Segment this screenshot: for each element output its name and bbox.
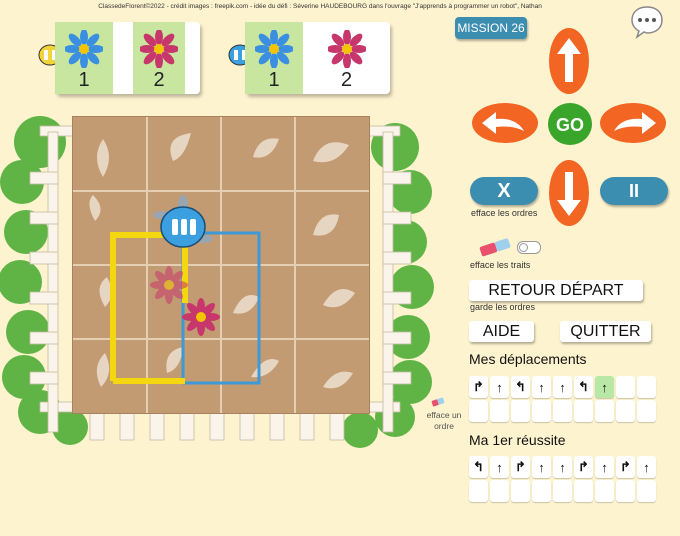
credit-line: ClassedeFlorent©2022 - crédit images : f… bbox=[98, 3, 542, 10]
retour-caption: garde les ordres bbox=[470, 302, 536, 312]
move-slot[interactable] bbox=[532, 400, 551, 422]
traces-toggle[interactable] bbox=[517, 241, 541, 254]
success-heading: Ma 1er réussite bbox=[469, 432, 566, 448]
eraser-icon[interactable] bbox=[478, 237, 514, 257]
success-slot[interactable] bbox=[490, 480, 509, 502]
move-slot[interactable] bbox=[511, 400, 530, 422]
success-slot[interactable] bbox=[511, 480, 530, 502]
move-slot[interactable] bbox=[637, 400, 656, 422]
success-slot[interactable]: ↑ bbox=[532, 456, 551, 478]
move-slot[interactable] bbox=[616, 376, 635, 398]
move-slot[interactable]: ↰ bbox=[574, 376, 593, 398]
moves-heading: Mes déplacements bbox=[469, 351, 587, 367]
success-slot[interactable]: ↑ bbox=[595, 456, 614, 478]
move-slot[interactable]: ↰ bbox=[511, 376, 530, 398]
success-slot[interactable]: ↑ bbox=[490, 456, 509, 478]
move-slot[interactable] bbox=[637, 376, 656, 398]
card-slot-1: 1 bbox=[245, 22, 303, 94]
game-board bbox=[72, 116, 370, 414]
pink-flower-icon bbox=[182, 298, 220, 336]
card-number: 2 bbox=[340, 69, 353, 91]
quitter-button[interactable]: QUITTER bbox=[560, 321, 651, 342]
erase-one-caption-2: ordre bbox=[434, 421, 454, 431]
move-slot[interactable] bbox=[574, 400, 593, 422]
erase-one-caption: efface un bbox=[426, 410, 462, 420]
success-slot[interactable]: ↰ bbox=[469, 456, 488, 478]
success-slot[interactable] bbox=[574, 480, 593, 502]
move-slot[interactable]: ↑ bbox=[532, 376, 551, 398]
move-slot[interactable] bbox=[490, 400, 509, 422]
move-slot[interactable] bbox=[469, 400, 488, 422]
card-slot-2: 2 bbox=[133, 22, 185, 94]
go-label: GO bbox=[556, 115, 584, 135]
pause-button[interactable]: II bbox=[600, 177, 668, 205]
clear-orders-button[interactable]: X bbox=[470, 177, 538, 205]
clear-traces-caption: efface les traits bbox=[470, 260, 531, 270]
success-slot[interactable]: ↑ bbox=[637, 456, 656, 478]
robot-on-board-icon bbox=[153, 195, 213, 248]
success-slot[interactable] bbox=[553, 480, 572, 502]
success-slot[interactable] bbox=[637, 480, 656, 502]
move-slot[interactable]: ↑ bbox=[490, 376, 509, 398]
board-tiles bbox=[73, 117, 369, 413]
card-number: 2 bbox=[153, 69, 165, 91]
mission-card-blue: 1 2 bbox=[245, 22, 390, 94]
go-button[interactable]: GO bbox=[548, 103, 592, 145]
move-slot[interactable] bbox=[616, 400, 635, 422]
success-slot[interactable]: ↱ bbox=[616, 456, 635, 478]
move-slot[interactable] bbox=[595, 400, 614, 422]
faded-flower-icon bbox=[150, 266, 188, 304]
moves-grid: ↱↑↰↑↑↰↑ bbox=[469, 376, 656, 422]
mission-card-yellow: 1 2 bbox=[55, 22, 200, 94]
blue-flower-icon bbox=[255, 30, 293, 68]
card-slot-1: 1 bbox=[55, 22, 113, 94]
aide-button[interactable]: AIDE bbox=[469, 321, 534, 342]
pink-flower-icon bbox=[140, 30, 178, 68]
forward-arrow-button[interactable] bbox=[549, 28, 589, 94]
mission-label: MISSION 26 bbox=[455, 17, 527, 39]
small-eraser-icon[interactable] bbox=[431, 397, 445, 407]
pink-flower-icon bbox=[327, 30, 366, 68]
card-slot-2: 2 bbox=[303, 22, 390, 94]
card-number: 1 bbox=[78, 69, 90, 91]
clear-orders-caption: efface les ordres bbox=[471, 208, 538, 218]
success-slot[interactable] bbox=[595, 480, 614, 502]
success-slot[interactable] bbox=[616, 480, 635, 502]
move-slot[interactable] bbox=[553, 400, 572, 422]
blue-flower-icon bbox=[65, 30, 103, 68]
retour-depart-button[interactable]: RETOUR DÉPART bbox=[469, 280, 643, 301]
success-grid: ↰↑↱↑↑↱↑↱↑ bbox=[469, 456, 656, 502]
success-slot[interactable] bbox=[469, 480, 488, 502]
move-slot[interactable]: ↑ bbox=[553, 376, 572, 398]
success-slot[interactable]: ↱ bbox=[574, 456, 593, 478]
backward-arrow-button[interactable] bbox=[549, 160, 589, 226]
success-slot[interactable]: ↱ bbox=[511, 456, 530, 478]
success-slot[interactable]: ↑ bbox=[553, 456, 572, 478]
chat-icon[interactable] bbox=[630, 5, 664, 39]
move-slot[interactable]: ↱ bbox=[469, 376, 488, 398]
turn-left-button[interactable] bbox=[472, 103, 538, 143]
card-number: 1 bbox=[268, 69, 280, 91]
move-slot[interactable]: ↑ bbox=[595, 376, 614, 398]
turn-right-button[interactable] bbox=[600, 103, 666, 143]
success-slot[interactable] bbox=[532, 480, 551, 502]
